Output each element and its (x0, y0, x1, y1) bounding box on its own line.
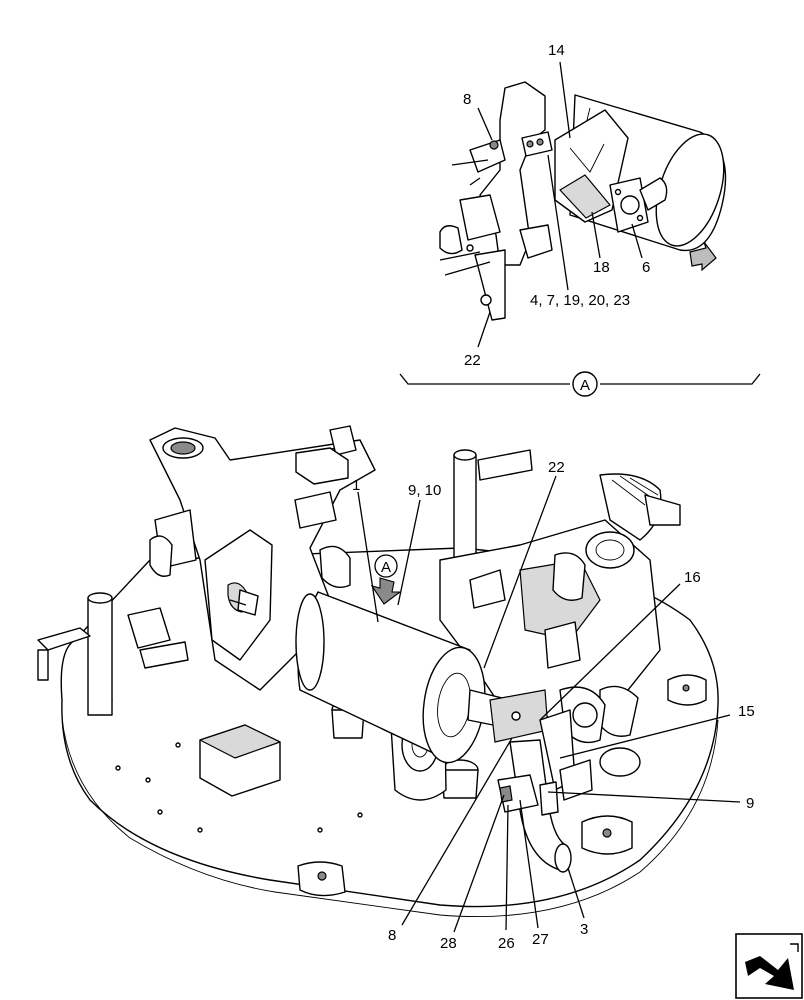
detail-leaders (477, 61, 643, 348)
callout-14: 14 (548, 42, 565, 59)
callout-22: 22 (464, 352, 481, 369)
view-a-arrow-label: A (381, 559, 391, 576)
callout-1: 1 (352, 477, 360, 494)
callout-6: 6 (642, 259, 650, 276)
callout-16: 16 (684, 569, 701, 586)
callout-28: 28 (440, 935, 457, 952)
blocks (199, 447, 707, 897)
main-view: A 1 9, 10 22 16 15 9 3 27 26 28 8 (37, 425, 755, 952)
callout-26: 26 (498, 935, 515, 952)
exhaust-pipe-3 (497, 709, 593, 873)
detail-view-bracket (399, 373, 761, 385)
callout-8: 8 (463, 91, 471, 108)
callout-22-main: 22 (548, 459, 565, 476)
callout-9-10: 9, 10 (408, 482, 441, 499)
callout-18: 18 (593, 259, 610, 276)
callout-4-7-19-20-23: 4, 7, 19, 20, 23 (530, 292, 630, 309)
left-posts (37, 449, 533, 716)
callout-9: 9 (746, 795, 754, 812)
callout-27: 27 (532, 931, 549, 948)
detail-view-a: 14 8 18 6 4, 7, 19, 20, 23 22 A (399, 42, 761, 397)
detail-view-marker-label: A (580, 377, 590, 394)
callout-3: 3 (580, 921, 588, 938)
detail-bracket-18 (554, 109, 629, 223)
callout-15: 15 (738, 703, 755, 720)
view-a-arrow: A (370, 554, 402, 605)
callout-8-main: 8 (388, 927, 396, 944)
detail-view-marker (572, 371, 598, 397)
detail-exhaust-bracket (439, 81, 553, 321)
boom-bracket-frame (149, 425, 376, 691)
main-leaders (357, 475, 741, 933)
direction-arrow-icon (689, 241, 717, 272)
detail-flange-6 (609, 177, 668, 233)
navigation-arrow-icon[interactable] (735, 933, 803, 999)
muffler-1 (295, 591, 549, 764)
engine-block (331, 473, 681, 801)
